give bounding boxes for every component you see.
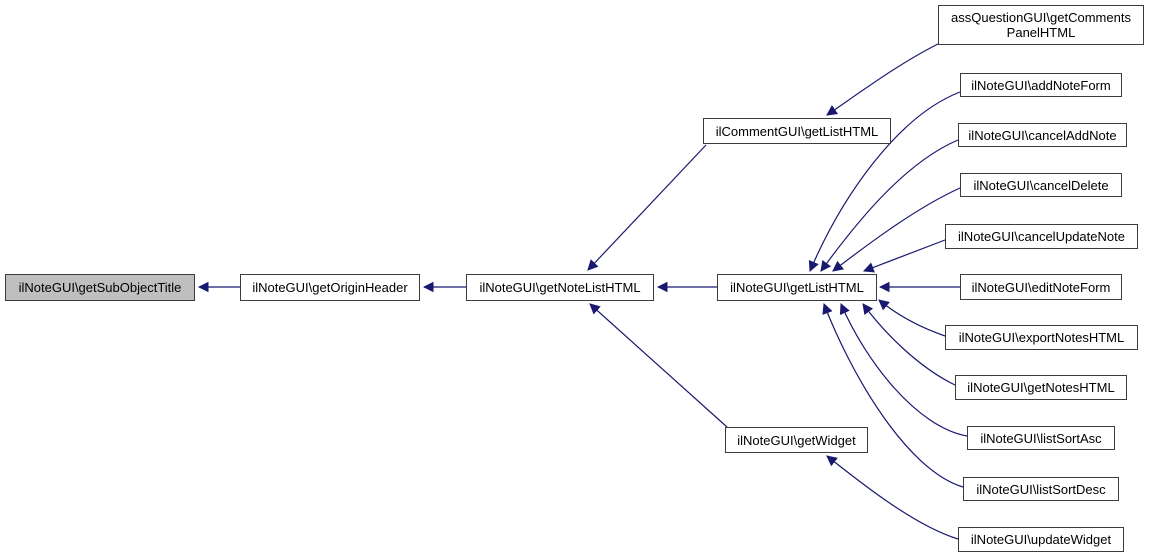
edge-ilCommentGUI-getListHTML-to-getNoteListHTML	[587, 144, 707, 271]
node-assQuestionGUI-getCommentsPanelHTML[interactable]: assQuestionGUI\getComments PanelHTML	[938, 5, 1144, 45]
edge-getNotesHTML-to-getListHTML	[862, 303, 956, 386]
node-getWidget[interactable]: ilNoteGUI\getWidget	[725, 427, 868, 453]
node-getListHTML[interactable]: ilNoteGUI\getListHTML	[717, 274, 877, 301]
node-cancelDelete[interactable]: ilNoteGUI\cancelDelete	[960, 173, 1122, 197]
node-updateWidget[interactable]: ilNoteGUI\updateWidget	[958, 527, 1124, 552]
edge-addNoteForm-to-getListHTML	[808, 91, 961, 272]
node-addNoteForm[interactable]: ilNoteGUI\addNoteForm	[960, 73, 1122, 97]
edge-cancelDelete-to-getListHTML	[832, 187, 961, 272]
node-cancelUpdateNote[interactable]: ilNoteGUI\cancelUpdateNote	[945, 224, 1138, 249]
edge-cancelUpdateNote-to-getListHTML	[862, 239, 946, 273]
edge-group	[197, 43, 968, 540]
node-exportNotesHTML[interactable]: ilNoteGUI\exportNotesHTML	[945, 325, 1138, 350]
node-getNoteListHTML[interactable]: ilNoteGUI\getNoteListHTML	[466, 274, 654, 301]
node-listSortDesc[interactable]: ilNoteGUI\listSortDesc	[963, 477, 1119, 501]
edge-updateWidget-to-getWidget	[826, 455, 959, 540]
node-cancelAddNote[interactable]: ilNoteGUI\cancelAddNote	[958, 123, 1127, 147]
node-getNotesHTML[interactable]: ilNoteGUI\getNotesHTML	[955, 375, 1127, 400]
node-editNoteForm[interactable]: ilNoteGUI\editNoteForm	[960, 274, 1122, 300]
edge-cancelAddNote-to-getListHTML	[820, 139, 959, 272]
edge-listSortAsc-to-getListHTML	[839, 303, 968, 437]
edge-exportNotesHTML-to-getListHTML	[878, 299, 946, 337]
node-listSortAsc[interactable]: ilNoteGUI\listSortAsc	[967, 426, 1115, 450]
edge-listSortDesc-to-getListHTML	[822, 302, 964, 488]
node-getOriginHeader[interactable]: ilNoteGUI\getOriginHeader	[240, 274, 420, 301]
edge-assQuestionGUI-getCommentsPanelHTML-to-ilCommentGUI-getListHTML	[826, 43, 939, 116]
node-getSubObjectTitle: ilNoteGUI\getSubObjectTitle	[5, 274, 195, 301]
node-ilCommentGUI-getListHTML[interactable]: ilCommentGUI\getListHTML	[703, 118, 891, 144]
edge-getWidget-to-getNoteListHTML	[589, 303, 728, 428]
